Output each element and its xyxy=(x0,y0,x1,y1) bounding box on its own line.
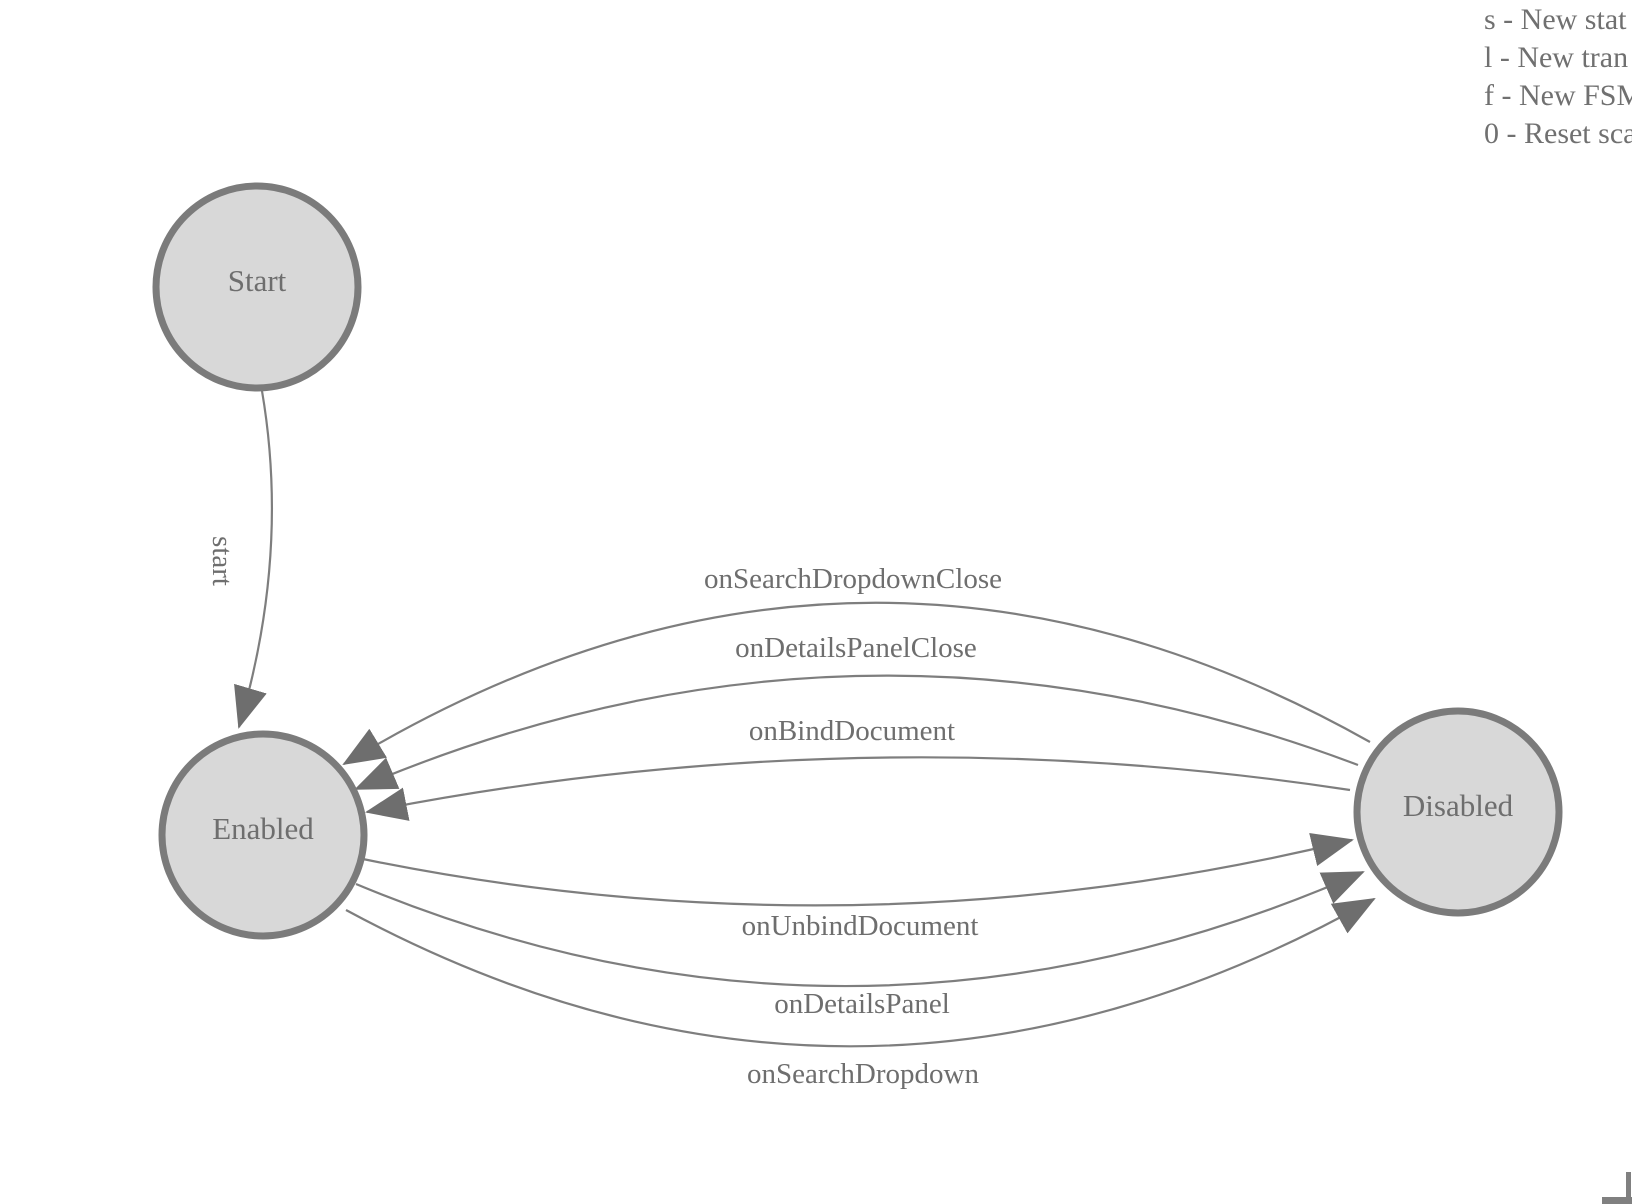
state-circle-start[interactable] xyxy=(152,182,362,392)
state-circle-disabled[interactable] xyxy=(1353,707,1563,917)
transition-onSearchDropdown: onSearchDropdown xyxy=(345,898,1376,1090)
transition-label-onSearchDropdownClose[interactable]: onSearchDropdownClose xyxy=(704,563,1002,595)
transition-onBindDocument: onBindDocument xyxy=(365,715,1351,821)
transition-edge-start[interactable] xyxy=(234,390,274,729)
transition-onDetailsPanel: onDetailsPanel xyxy=(355,870,1365,1020)
transition-onUnbindDocument: onUnbindDocument xyxy=(357,832,1354,942)
legend-line-new-transition: l - New tran xyxy=(1484,41,1629,74)
transition-start: start xyxy=(206,390,274,729)
transition-edge-onSearchDropdown[interactable] xyxy=(345,898,1376,1048)
state-circle-enabled[interactable] xyxy=(158,730,368,940)
transition-onDetailsPanelClose: onDetailsPanelClose xyxy=(354,632,1359,791)
transition-edge-onBindDocument[interactable] xyxy=(365,756,1351,821)
transition-label-onDetailsPanel[interactable]: onDetailsPanel xyxy=(774,988,950,1020)
legend-line-new-state: s - New stat xyxy=(1484,3,1627,36)
transition-edge-onDetailsPanelClose[interactable] xyxy=(354,674,1359,791)
transition-edge-onSearchDropdownClose[interactable] xyxy=(342,601,1371,766)
state-node-start: Start xyxy=(152,182,362,392)
frame-corner-vertical-bar xyxy=(1626,1172,1631,1204)
transition-label-onDetailsPanelClose[interactable]: onDetailsPanelClose xyxy=(735,632,977,664)
transition-edge-onDetailsPanel[interactable] xyxy=(355,870,1365,988)
legend-line-new-fsm: f - New FSM xyxy=(1484,79,1632,112)
transition-label-onBindDocument[interactable]: onBindDocument xyxy=(749,715,955,747)
state-node-disabled: Disabled xyxy=(1353,707,1563,917)
transition-onSearchDropdownClose: onSearchDropdownClose xyxy=(342,563,1371,766)
transition-label-start[interactable]: start xyxy=(206,536,238,586)
frame-corner-horizontal-bar xyxy=(1602,1197,1632,1204)
transition-label-onUnbindDocument[interactable]: onUnbindDocument xyxy=(742,910,979,942)
state-label-enabled: Enabled xyxy=(212,811,314,846)
legend-line-reset-scale: 0 - Reset sca xyxy=(1484,117,1632,150)
shortcut-legend: s - New stat l - New tran f - New FSM 0 … xyxy=(1484,1,1632,153)
state-label-disabled: Disabled xyxy=(1403,788,1514,823)
transition-edge-onUnbindDocument[interactable] xyxy=(357,832,1354,907)
state-label-start: Start xyxy=(228,263,287,298)
state-node-enabled: Enabled xyxy=(158,730,368,940)
transition-label-onSearchDropdown[interactable]: onSearchDropdown xyxy=(747,1058,979,1090)
